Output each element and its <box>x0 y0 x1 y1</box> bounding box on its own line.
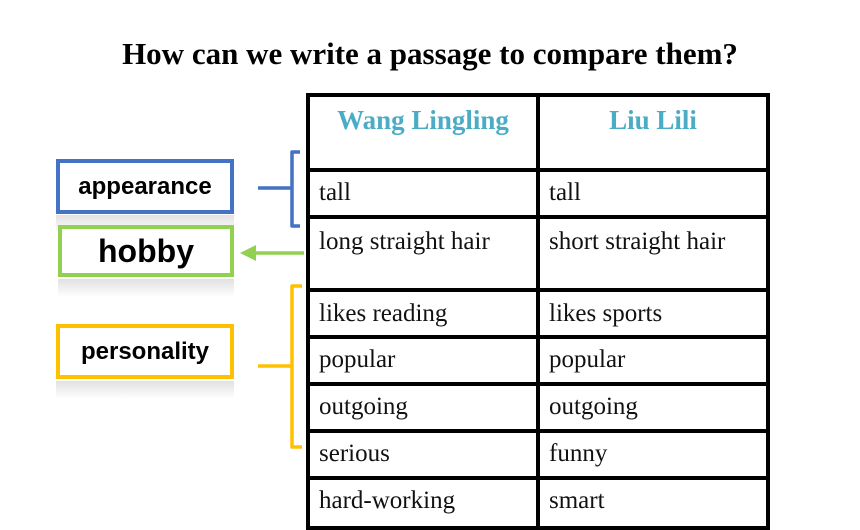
table-row: popular popular <box>306 335 770 386</box>
table-cell: outgoing <box>306 382 540 433</box>
header-wang-lingling: Wang Lingling <box>306 93 540 172</box>
personality-reflection <box>56 381 234 399</box>
table-cell: tall <box>306 168 540 219</box>
table-cell: smart <box>536 476 770 530</box>
table-cell: popular <box>536 335 770 386</box>
table-row: tall tall <box>306 168 770 219</box>
hobby-label: hobby <box>98 232 194 269</box>
appearance-label: appearance <box>78 172 212 200</box>
table-row: likes reading likes sports <box>306 288 770 339</box>
table-header-row: Wang Lingling Liu Lili <box>306 93 770 172</box>
table-row: long straight hair short straight hair <box>306 215 770 292</box>
connector-lines <box>240 150 304 449</box>
table-cell: outgoing <box>536 382 770 433</box>
appearance-bracket <box>290 150 300 228</box>
personality-box: personality <box>56 324 234 379</box>
hobby-box: hobby <box>58 225 234 277</box>
table-row: hard-working smart <box>306 476 770 530</box>
table-cell: likes reading <box>306 288 540 339</box>
table-row: serious funny <box>306 429 770 480</box>
appearance-box: appearance <box>56 159 234 214</box>
personality-bracket <box>290 284 302 449</box>
table-cell: tall <box>536 168 770 219</box>
table-row: outgoing outgoing <box>306 382 770 433</box>
personality-label: personality <box>80 337 210 365</box>
table-cell: long straight hair <box>306 215 540 292</box>
table-cell: short straight hair <box>536 215 770 292</box>
page-title: How can we write a passage to compare th… <box>122 36 738 71</box>
table-cell: popular <box>306 335 540 386</box>
table-cell: hard-working <box>306 476 540 530</box>
table-cell: likes sports <box>536 288 770 339</box>
table-cell: serious <box>306 429 540 480</box>
hobby-arrow-head <box>240 245 256 261</box>
hobby-reflection <box>58 279 234 297</box>
table-cell: funny <box>536 429 770 480</box>
header-liu-lili: Liu Lili <box>536 93 770 172</box>
